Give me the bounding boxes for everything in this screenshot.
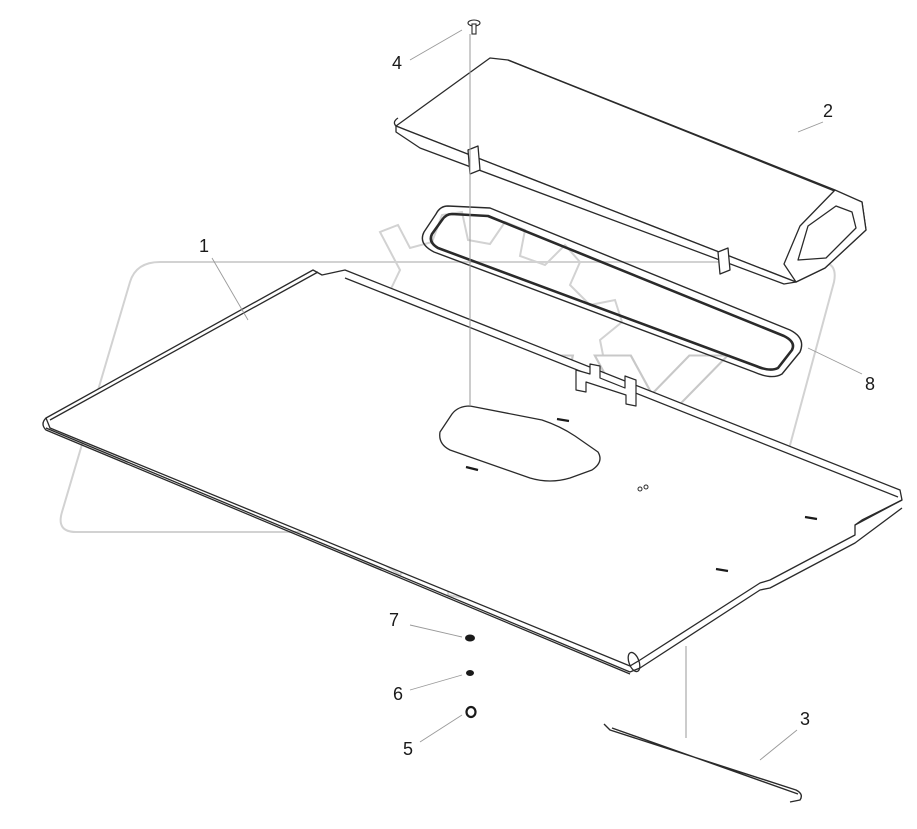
part-6-lock-washer [466,670,474,676]
leader-3 [759,729,798,761]
callout-2: 2 [823,101,833,121]
plate-front-tube-end [627,651,641,673]
cover-front-face [395,125,797,285]
plate-bracket [575,363,637,407]
slot [465,465,479,472]
callout-5: 5 [403,739,413,759]
bolt-shank [471,23,477,35]
slot [556,417,570,423]
washer [465,634,475,642]
plate-opening [439,405,601,482]
leader-1 [211,257,249,321]
part-4-bolt [467,19,481,35]
callout-8: 8 [865,374,875,394]
slot [715,567,729,573]
callout-1: 1 [199,236,209,256]
nut [465,705,477,719]
leader-7 [409,624,463,638]
leader-8 [807,347,863,375]
plate-holes [637,484,649,492]
cover-tab-left [467,145,481,175]
leader-lines [211,29,863,761]
cover-tab-right [717,247,731,275]
cover-end-opening [797,205,857,261]
hole [637,486,643,492]
slot [804,515,818,521]
cover-left-lip [393,117,399,127]
plate-front-flange [42,417,631,675]
seal-inner [429,212,795,371]
plate-left-fold [49,271,319,421]
callout-6: 6 [393,684,403,704]
leader-2 [797,121,824,133]
plate-slots [465,417,818,573]
leader-6 [409,674,463,691]
center-lines [469,34,687,738]
plate-right-lip [854,499,903,526]
part-3-rod [603,723,803,803]
plate-front-edge [45,427,903,673]
part-8-seal [421,205,803,378]
callout-7: 7 [389,610,399,630]
callout-3: 3 [800,709,810,729]
seal-outer [421,205,803,378]
callouts: 1 2 3 4 5 6 7 8 [199,53,875,759]
hole [643,484,649,490]
part-2-cover [393,57,867,285]
part-5-nut [465,705,477,719]
leader-4 [409,29,463,61]
leader-5 [419,714,463,743]
part-7-washer [465,634,475,642]
cover-ridge [507,59,836,191]
lock-washer [466,670,474,676]
callout-4: 4 [392,53,402,73]
